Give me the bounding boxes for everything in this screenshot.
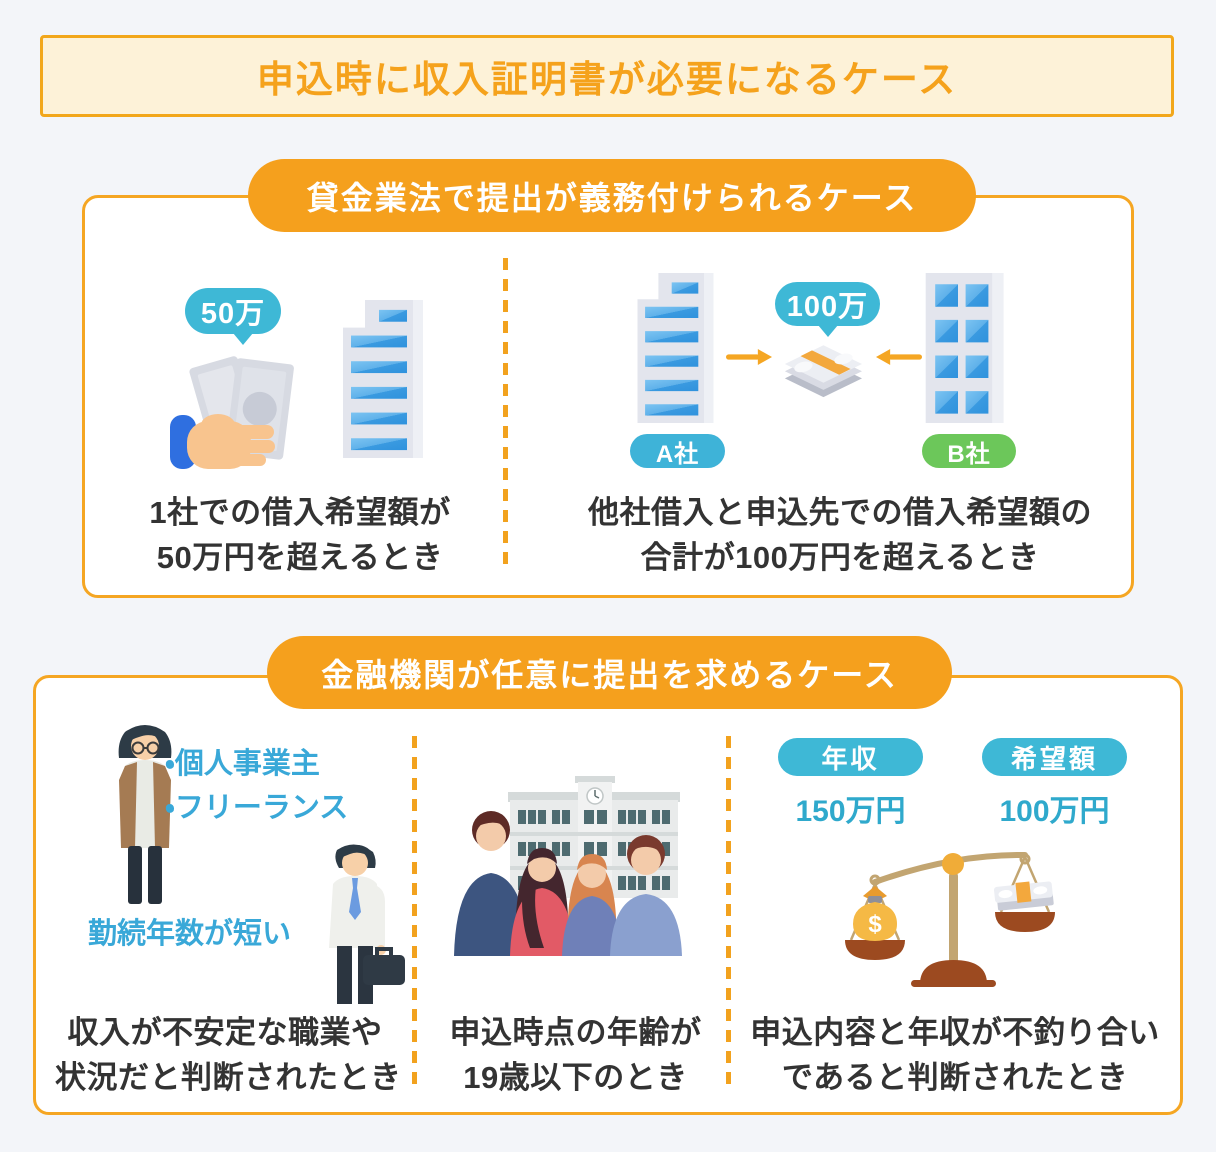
arrow-left-icon: [876, 349, 922, 365]
section-optional-cases: 金融機関が任意に提出を求めるケース ・個人事業主 ・フリーランス 勤続年数が短い: [33, 636, 1183, 1115]
caption-line: 申込時点の年齢が: [449, 1015, 702, 1050]
caption-line: 19歳以下のとき: [463, 1060, 688, 1095]
caption-line: 申込内容と年収が不釣り合い: [750, 1015, 1160, 1050]
desired-amount-value: 100万円: [999, 795, 1110, 828]
company-a-label: A社: [630, 434, 725, 468]
bullet-item: ・個人事業主: [165, 748, 320, 780]
caption-line: 50万円を超えるとき: [156, 540, 444, 575]
company-b-label: B社: [922, 434, 1016, 468]
dashed-divider: [503, 258, 508, 568]
office-building-icon: [637, 273, 714, 423]
case-caption-over-100: 他社借入と申込先での借入希望額の 合計が100万円を超えるとき: [560, 490, 1120, 580]
office-building-windows-icon: [925, 273, 1004, 423]
case-caption-unstable-income: 収入が不安定な職業や 状況だと判断されたとき: [55, 1010, 402, 1100]
header-box: 申込時に収入証明書が必要になるケース: [40, 35, 1174, 117]
short-tenure-note: 勤続年数が短い: [88, 918, 292, 950]
hand-with-banknotes-icon: [170, 356, 294, 469]
case-caption-over-50: 1社での借入希望額が 50万円を超えるとき: [90, 490, 510, 580]
case-caption-age: 申込時点の年齢が 19歳以下のとき: [428, 1010, 723, 1100]
caption-line: 収入が不安定な職業や: [67, 1015, 383, 1050]
caption-line: であると判断されたとき: [781, 1060, 1129, 1095]
income-badge: 年収: [778, 738, 923, 776]
income-value: 150万円: [795, 795, 906, 828]
desired-amount-badge: 希望額: [982, 738, 1127, 776]
businessman-briefcase-icon: [329, 844, 405, 1004]
caption-line: 状況だと判断されたとき: [55, 1060, 402, 1095]
amount-bubble-50: 50万: [185, 288, 281, 345]
banknote-bundle-icon: [993, 881, 1054, 911]
dollar-symbol: $: [868, 911, 882, 938]
balance-scale-icon: $: [845, 851, 1055, 987]
money-bag-icon: $: [853, 886, 897, 941]
dashed-divider: [412, 736, 417, 1088]
amount-bubble-100: 100万: [775, 282, 880, 337]
occupation-bullets: ・個人事業主 ・フリーランス: [165, 742, 348, 830]
caption-line: 他社借入と申込先での借入希望額の: [588, 495, 1092, 530]
caption-line: 1社での借入希望額が: [149, 495, 451, 530]
case-caption-unbalanced: 申込内容と年収が不釣り合い であると判断されたとき: [740, 1010, 1170, 1100]
caption-line: 合計が100万円を超えるとき: [640, 540, 1040, 575]
arrow-right-icon: [726, 349, 772, 365]
page-title: 申込時に収入証明書が必要になるケース: [256, 59, 958, 100]
freelancer-person-icon: [118, 725, 172, 904]
section-mandatory-cases: 貸金業法で提出が義務付けられるケース 50万: [82, 159, 1134, 598]
bullet-item: ・フリーランス: [165, 792, 349, 824]
section-optional-title: 金融機関が任意に提出を求めるケース: [267, 636, 952, 709]
dashed-divider: [726, 736, 731, 1088]
section-mandatory-title: 貸金業法で提出が義務付けられるケース: [248, 159, 976, 232]
office-building-icon: [343, 300, 423, 458]
school-students-icon: [454, 776, 682, 956]
banknote-bundle-icon: [784, 345, 862, 398]
